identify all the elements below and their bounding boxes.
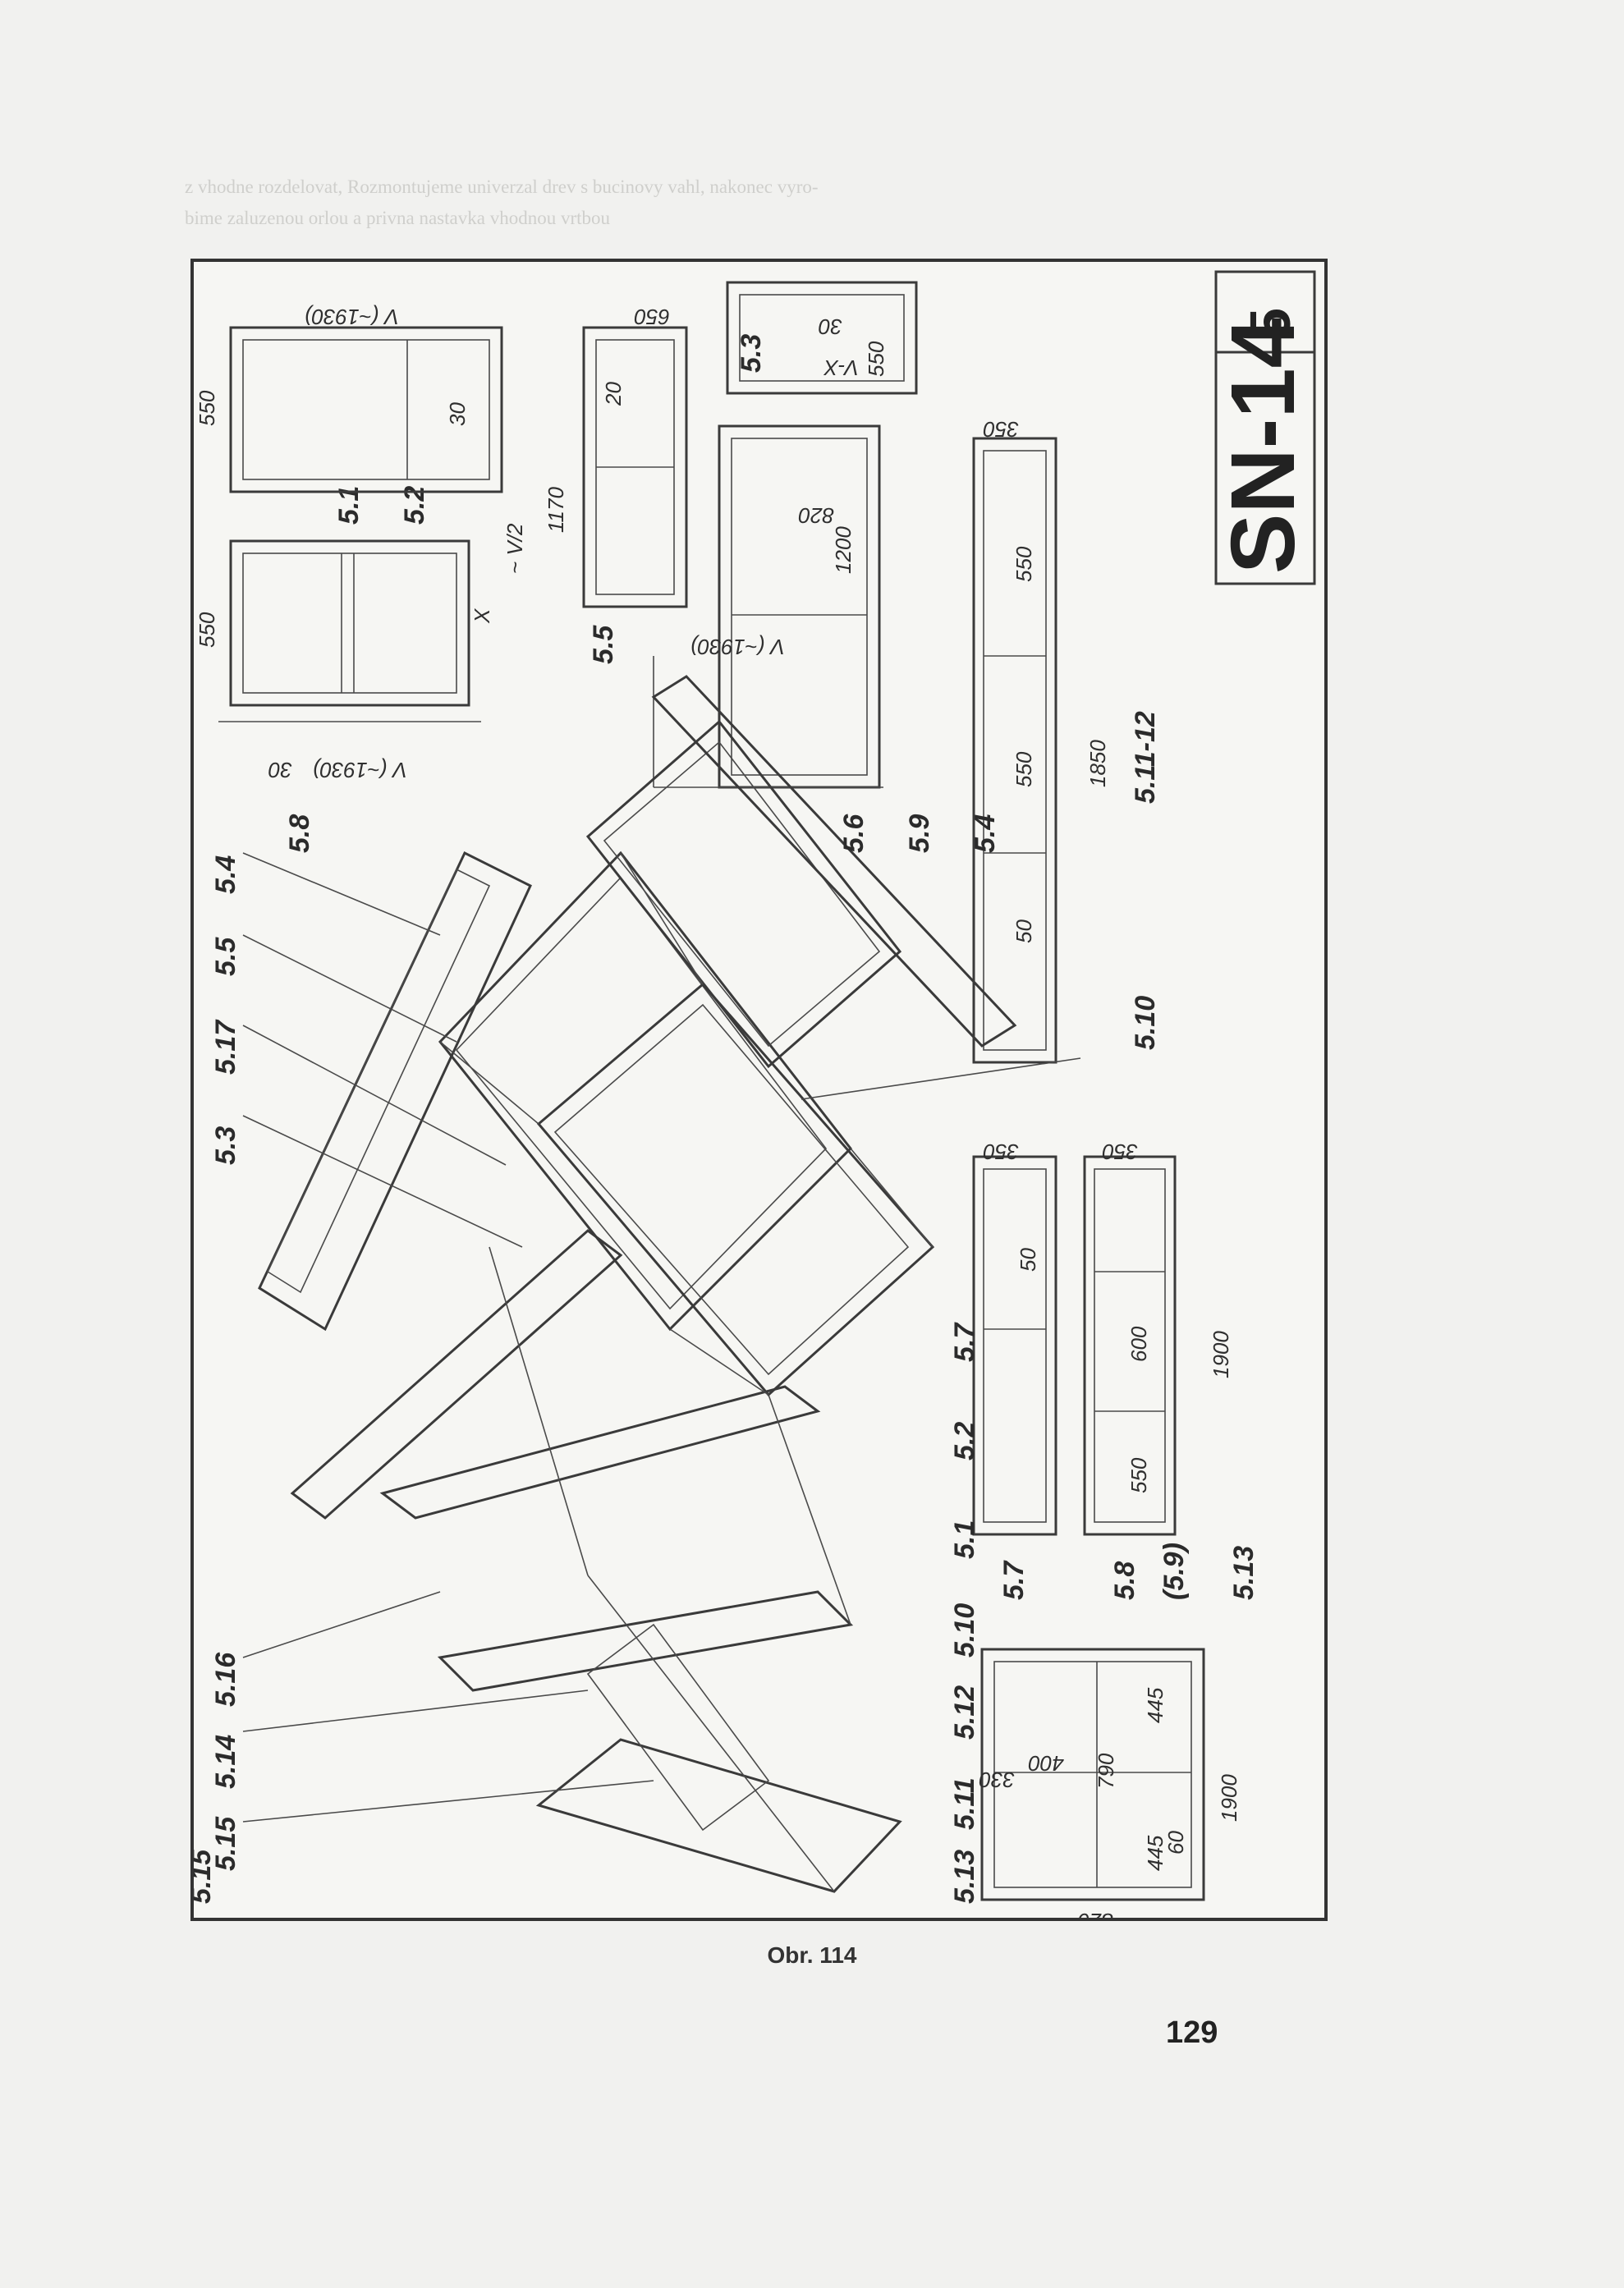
part-5-12: 5.12	[949, 1685, 980, 1740]
dim-1850: 1850	[1085, 740, 1110, 787]
part-5-1: 5.1	[949, 1520, 980, 1559]
dim-30-a: 30	[268, 758, 292, 782]
part-labels-bottom: 5.7 5.2 5.1 5.10 5.12 5.11 5.13	[949, 1322, 980, 1904]
header-line-1: z vhodne rozdelovat, Rozmontujeme univer…	[185, 177, 819, 197]
drawing-canvas: SN-14 5 550 30 V (~1930) X 5.1 5.2 550 V…	[194, 270, 1316, 1918]
part-5-4-right: 5.4	[970, 814, 1001, 853]
dim-1170: 1170	[544, 487, 568, 533]
view-5-10: 350 550 550 50 1850 5.11-12 5.10	[972, 417, 1161, 1064]
view-5-1: 550 30 V (~1930) X 5.1 5.2	[195, 486, 494, 782]
view-5-13: 445 445 790 400 330 60 1900 820	[979, 1648, 1241, 1918]
dim-50-a: 50	[1012, 919, 1036, 943]
part-5-15: 5.15	[210, 1816, 241, 1871]
header-line-2: bime zaluzenou orlou a privna nastavka v…	[185, 208, 610, 228]
dim-820-b: 820	[1077, 1909, 1113, 1918]
fraction-bottom: 5.15	[194, 1849, 217, 1904]
part-5-10: 5.10	[949, 1603, 980, 1658]
label-5-3: 5.3	[736, 334, 767, 373]
dim-v1930-b: V (~1930)	[305, 305, 399, 329]
sheet-code: SN-14	[1213, 318, 1314, 574]
dim-790: 790	[1094, 1753, 1118, 1789]
page-number: 129	[1166, 2015, 1218, 2050]
label-5-7-b: 5.7	[998, 1560, 1030, 1600]
title-block: SN-14 5	[1213, 270, 1316, 585]
dim-820: 820	[798, 503, 834, 528]
dim-550-e: 550	[1126, 1457, 1151, 1493]
view-5-2: 550 V (~1930) 30 ~ V/2 1170	[195, 305, 568, 574]
part-5-11: 5.11	[949, 1777, 980, 1830]
part-labels-left: 5.4 5.5 5.17 5.3 5.16 5.14 5.15 5 5.15	[194, 855, 241, 1904]
dim-550-c: 550	[1012, 546, 1036, 582]
part-5-2: 5.2	[949, 1422, 980, 1460]
dim-400: 400	[1028, 1751, 1064, 1776]
view-5-7-5-8: 350 350 50 600 550 1900 5.7 5.8 (5.9) 5.…	[972, 1139, 1259, 1600]
dim-350-a: 350	[983, 417, 1019, 442]
view-5-5-side: 820 1200 V (~1930)	[653, 424, 883, 789]
dim-v1930-c: V (~1930)	[690, 635, 785, 659]
part-5-4-left: 5.4	[210, 855, 241, 894]
dim-30-b: 30	[445, 402, 470, 426]
dim-1200: 1200	[831, 526, 856, 574]
dim-330: 330	[979, 1768, 1015, 1792]
technical-drawing: SN-14 5 550 30 V (~1930) X 5.1 5.2 550 V…	[190, 259, 1328, 1921]
leader-lines	[242, 852, 1081, 1823]
label-5-8-b: 5.8	[1109, 1561, 1140, 1600]
part-5-8: 5.8	[284, 814, 315, 853]
figure-caption: Obr. 114	[767, 1942, 857, 1968]
dim-1900-a: 1900	[1209, 1331, 1233, 1378]
sheet-number: 5	[1238, 308, 1302, 340]
dim-350-b: 350	[983, 1139, 1019, 1164]
dim-60: 60	[1163, 1831, 1188, 1855]
part-5-17: 5.17	[210, 1019, 241, 1075]
label-5-10: 5.10	[1130, 996, 1161, 1050]
part-labels-right: 5.8 5.6 5.9 5.4	[284, 814, 1001, 853]
dim-v2: ~ V/2	[502, 523, 527, 574]
label-5-9-b: (5.9)	[1158, 1543, 1190, 1600]
dim-600: 600	[1126, 1326, 1151, 1362]
dim-x: X	[470, 608, 494, 624]
part-5-14: 5.14	[210, 1735, 241, 1789]
view-5-5: 650 20 5.5	[582, 305, 688, 664]
dim-550-a: 550	[195, 612, 219, 648]
dim-50-b: 50	[1016, 1248, 1040, 1272]
label-5-13-b: 5.13	[1228, 1546, 1259, 1600]
dim-520: 550	[864, 341, 888, 377]
dim-1900-b: 1900	[1217, 1774, 1241, 1822]
part-5-3-left: 5.3	[210, 1126, 241, 1165]
label-5-5: 5.5	[588, 625, 619, 664]
dim-30-c: 30	[819, 314, 842, 339]
part-5-5-left: 5.5	[210, 937, 241, 976]
dim-20: 20	[601, 382, 626, 406]
label-5-11-12: 5.11-12	[1130, 711, 1161, 804]
dim-650: 650	[634, 305, 670, 329]
view-5-3: 30 V-X 550 5.3	[726, 281, 918, 395]
part-5-6: 5.6	[838, 814, 869, 853]
part-5-7: 5.7	[949, 1322, 980, 1362]
part-5-13: 5.13	[949, 1850, 980, 1904]
dim-550-b: 550	[195, 390, 219, 426]
part-5-9: 5.9	[904, 814, 935, 853]
dim-vx: V-X	[823, 355, 859, 380]
part-5-16: 5.16	[210, 1652, 241, 1707]
dim-445-a: 445	[1143, 1687, 1168, 1723]
dim-445-b: 445	[1143, 1835, 1168, 1871]
dim-550-d: 550	[1012, 751, 1036, 787]
dim-v1930-a: V (~1930)	[313, 758, 407, 782]
isometric-assembly	[258, 675, 1017, 1893]
dim-350-c: 350	[1102, 1139, 1138, 1164]
